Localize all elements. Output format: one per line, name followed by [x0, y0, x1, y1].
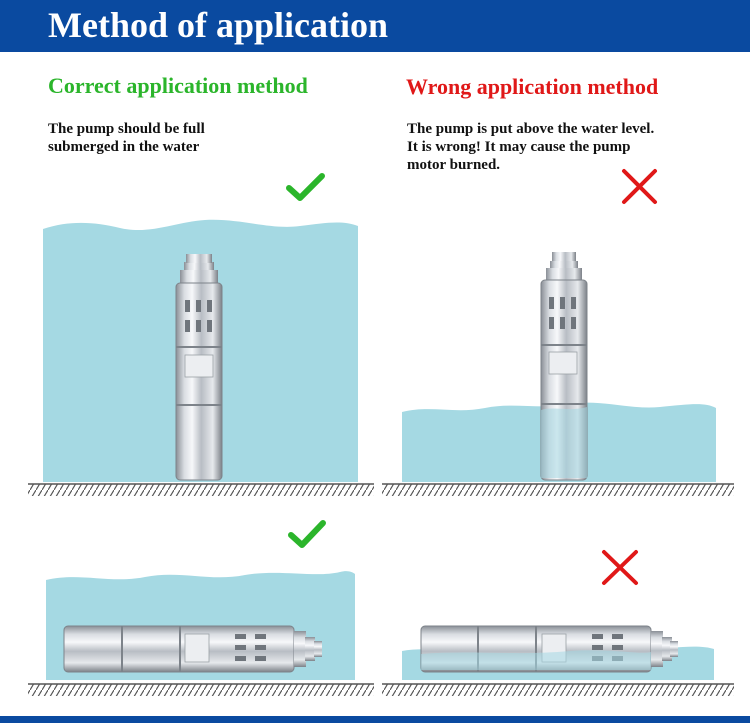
wrong-description-line: It is wrong! It may cause the pump — [407, 139, 631, 155]
correct-method-heading: Correct application method — [48, 73, 308, 98]
cross-icon — [622, 169, 657, 204]
checkmark-icon — [286, 173, 325, 201]
correct-method-description: The pump should be full submerged in the… — [48, 120, 348, 156]
horizontal-pump-image — [63, 625, 322, 673]
ground-hatch — [28, 684, 374, 696]
correct-description-line: The pump should be full — [48, 121, 205, 137]
header-banner: Method of application — [0, 0, 750, 52]
wrong-method-heading: Wrong application method — [406, 74, 659, 99]
wrong-description-line: The pump is put above the water level. — [407, 121, 655, 137]
footer-bar — [0, 716, 750, 723]
correct-description-line: submerged in the water — [48, 139, 200, 155]
cross-icon — [602, 550, 638, 585]
wrong-method-description: The pump is put above the water level. I… — [407, 120, 747, 174]
checkmark-icon — [288, 520, 326, 548]
ground-hatch — [28, 484, 374, 496]
vertical-pump-image — [175, 254, 223, 481]
wrong-description-line: motor burned. — [407, 157, 501, 173]
ground-hatch — [382, 684, 734, 696]
page-title: Method of application — [48, 5, 389, 45]
ground-hatch — [382, 484, 734, 496]
